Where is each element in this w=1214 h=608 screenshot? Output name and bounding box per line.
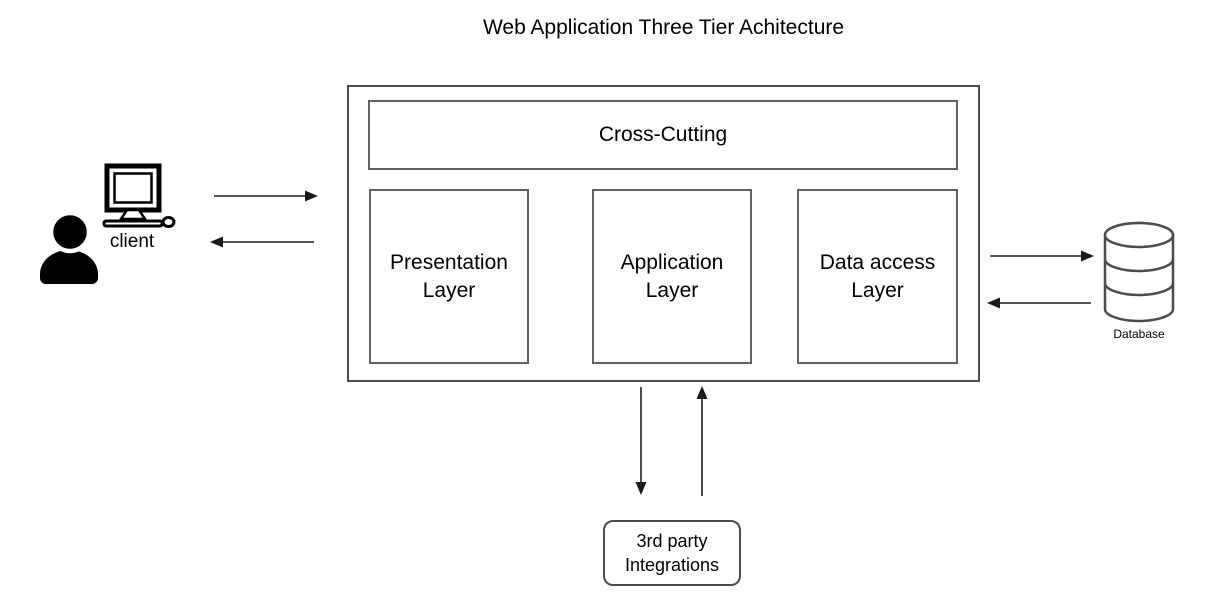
arrow-data-access-to-database: [990, 248, 1094, 264]
cross-cutting-label: Cross-Cutting: [598, 123, 728, 146]
database-node[interactable]: [1101, 219, 1177, 325]
arrow-integrations-to-application: [694, 386, 710, 496]
arrow-up-icon: [696, 386, 708, 496]
application-layer-box[interactable]: Application Layer: [592, 189, 752, 364]
presentation-layer-box[interactable]: Presentation Layer: [369, 189, 529, 364]
database-label: Database: [1113, 327, 1165, 341]
arrow-database-to-data-access: [987, 295, 1091, 311]
arrow-client-to-container: [214, 188, 318, 204]
database-icon: [1101, 219, 1177, 325]
arrow-right-icon: [990, 250, 1094, 262]
workstation-icon: [102, 163, 176, 229]
data-access-layer-box[interactable]: Data access Layer: [797, 189, 958, 364]
third-party-integrations-box[interactable]: 3rd party Integrations: [603, 520, 741, 586]
application-layer-label: Application Layer: [620, 250, 724, 302]
data-access-layer-label: Data access Layer: [819, 250, 936, 302]
presentation-layer-label: Presentation Layer: [390, 250, 508, 302]
arrow-left-icon: [210, 236, 314, 248]
client-workstation-node[interactable]: [102, 163, 176, 229]
person-icon: [38, 212, 100, 284]
client-label: client: [109, 231, 155, 252]
client-node[interactable]: [38, 212, 100, 284]
third-party-integrations-label: 3rd party Integrations: [624, 531, 720, 575]
arrow-container-to-client: [210, 234, 314, 250]
arrow-right-icon: [214, 190, 318, 202]
arrow-down-icon: [635, 387, 647, 495]
cross-cutting-box[interactable]: Cross-Cutting: [368, 100, 958, 170]
arrow-application-to-integrations: [633, 387, 649, 495]
arrow-left-icon: [987, 297, 1091, 309]
diagram-title: Web Application Three Tier Achitecture: [482, 16, 845, 39]
